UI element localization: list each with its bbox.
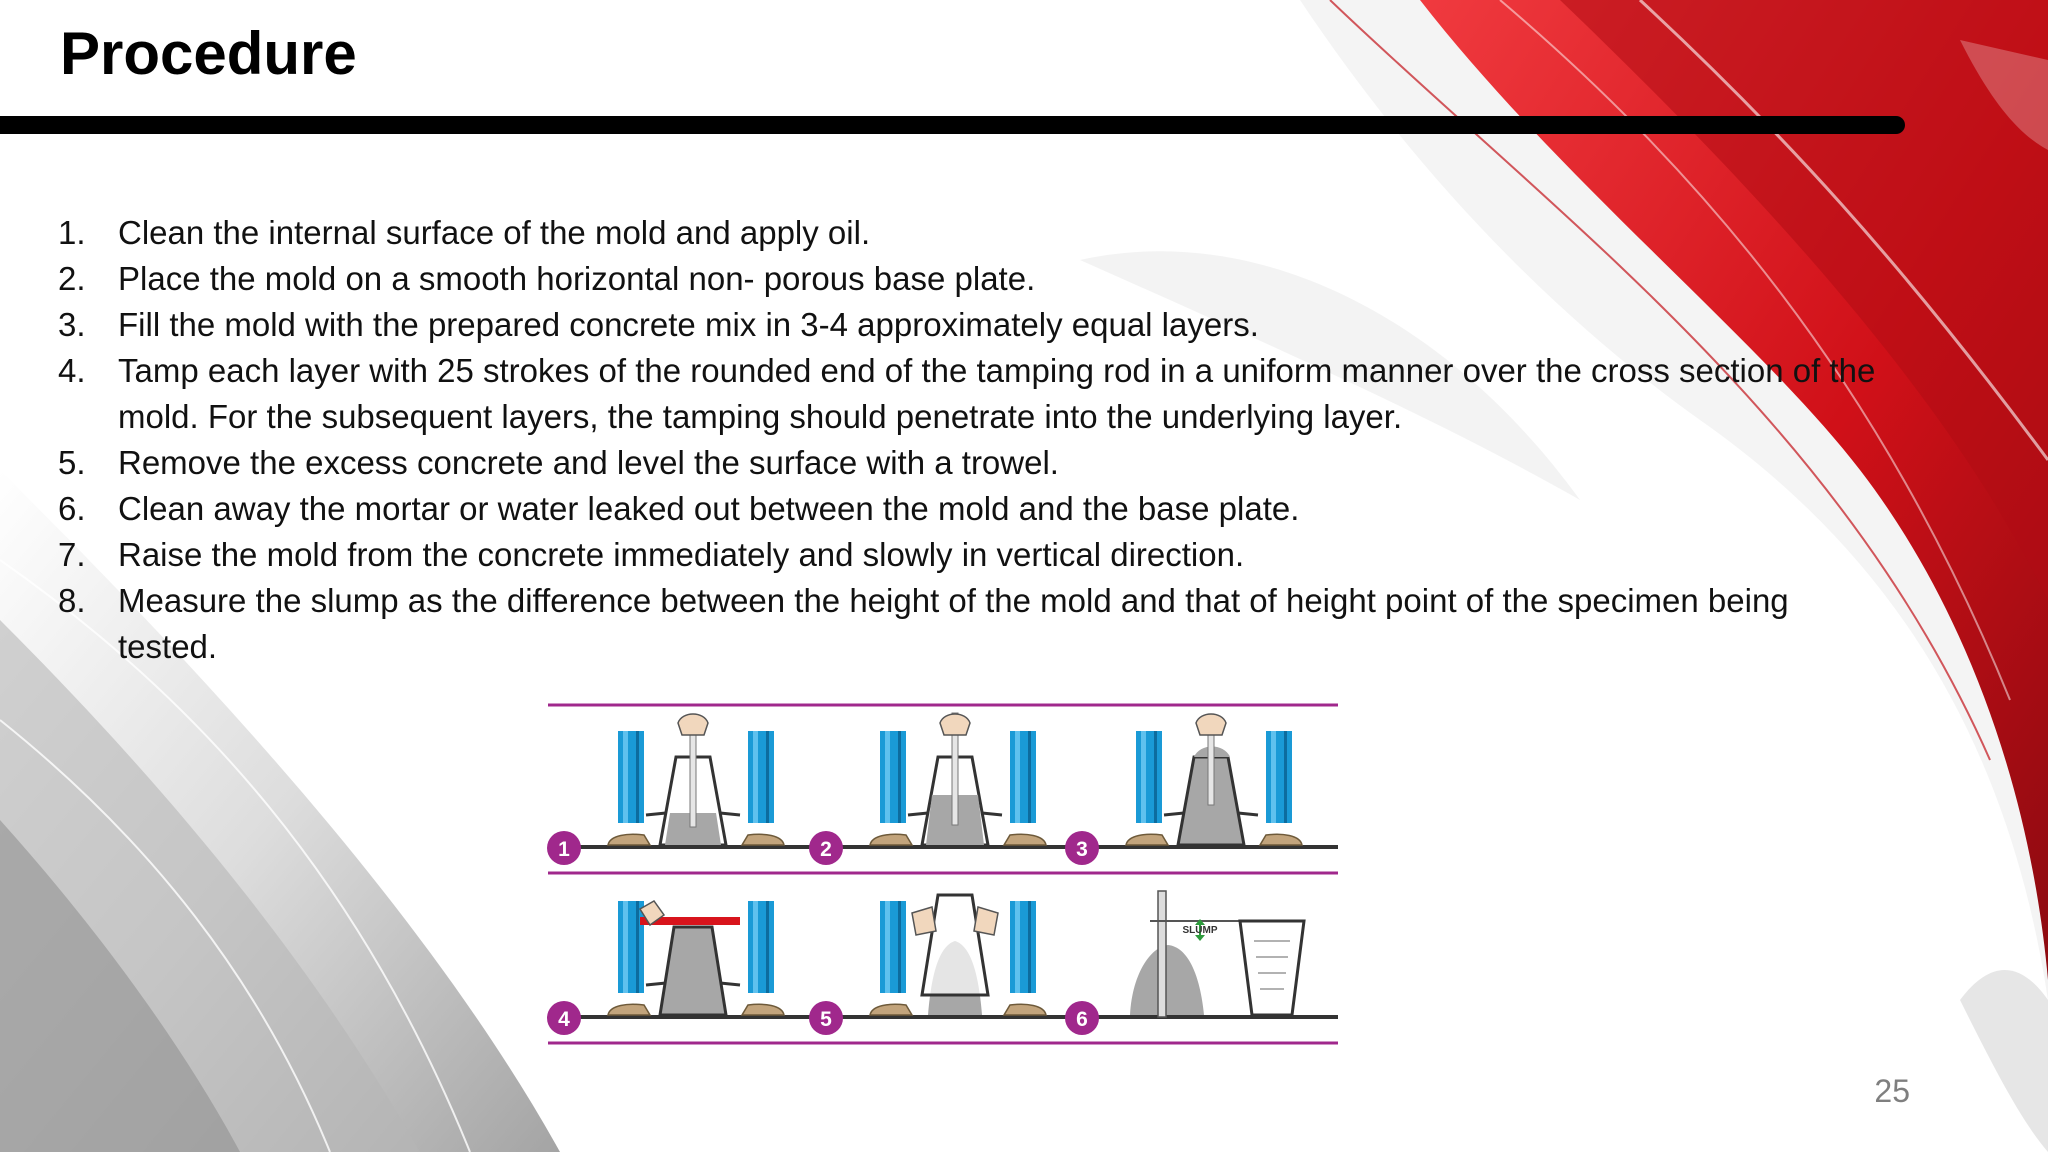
step-text: Measure the slump as the difference betw… (118, 582, 1789, 665)
page-number: 25 (1874, 1073, 1910, 1109)
step-badge: 2 (809, 831, 843, 865)
step-text: Tamp each layer with 25 strokes of the r… (118, 352, 1876, 435)
procedure-step: 7. Raise the mold from the concrete imme… (58, 532, 1888, 578)
panel-6-illustration: SLUMP (1130, 890, 1306, 1018)
procedure-step: 8. Measure the slump as the difference b… (58, 578, 1888, 670)
svg-text:5: 5 (820, 1008, 832, 1031)
step-number: 5. (58, 444, 86, 481)
step-badge: 1 (547, 831, 581, 865)
step-text: Fill the mold with the prepared concrete… (118, 306, 1259, 343)
procedure-step: 2. Place the mold on a smooth horizontal… (58, 256, 1888, 302)
step-badge: 3 (1065, 831, 1099, 865)
panel-3-illustration (1125, 713, 1303, 847)
step-number: 3. (58, 306, 86, 343)
step-number: 1. (58, 214, 86, 251)
step-number: 2. (58, 260, 86, 297)
svg-text:1: 1 (558, 838, 570, 861)
procedure-steps-list: 1. Clean the internal surface of the mol… (58, 210, 1888, 670)
svg-text:4: 4 (558, 1008, 570, 1031)
slide-title: Procedure (60, 20, 357, 87)
step-number: 4. (58, 352, 86, 389)
procedure-step: 6. Clean away the mortar or water leaked… (58, 486, 1888, 532)
bottom-left-grey-swoosh (0, 251, 1580, 1152)
step-text: Raise the mold from the concrete immedia… (118, 536, 1245, 573)
slump-test-illustration: SLUMP 1 2 3 4 5 6 (547, 703, 1338, 1045)
step-badge: 4 (547, 1001, 581, 1035)
svg-text:6: 6 (1076, 1008, 1088, 1031)
title-underline-bar (0, 116, 1905, 134)
step-text: Remove the excess concrete and level the… (118, 444, 1059, 481)
panel-4-illustration (607, 900, 785, 1017)
step-number: 8. (58, 582, 86, 619)
procedure-step: 1. Clean the internal surface of the mol… (58, 210, 1888, 256)
step-text: Place the mold on a smooth horizontal no… (118, 260, 1036, 297)
step-badge: 5 (809, 1001, 843, 1035)
procedure-step: 3. Fill the mold with the prepared concr… (58, 302, 1888, 348)
top-right-red-swoosh (1300, 0, 2048, 1152)
step-badge: 6 (1065, 1001, 1099, 1035)
panel-5-illustration (869, 893, 1047, 1016)
step-number: 7. (58, 536, 86, 573)
svg-text:3: 3 (1076, 838, 1088, 861)
procedure-step: 4. Tamp each layer with 25 strokes of th… (58, 348, 1888, 440)
step-number: 6. (58, 490, 86, 527)
step-text: Clean away the mortar or water leaked ou… (118, 490, 1300, 527)
svg-text:2: 2 (820, 838, 832, 861)
slump-label: SLUMP (1183, 925, 1218, 936)
panel-2-illustration (869, 712, 1047, 847)
panel-1-illustration (607, 713, 785, 847)
step-text: Clean the internal surface of the mold a… (118, 214, 871, 251)
procedure-step: 5. Remove the excess concrete and level … (58, 440, 1888, 486)
